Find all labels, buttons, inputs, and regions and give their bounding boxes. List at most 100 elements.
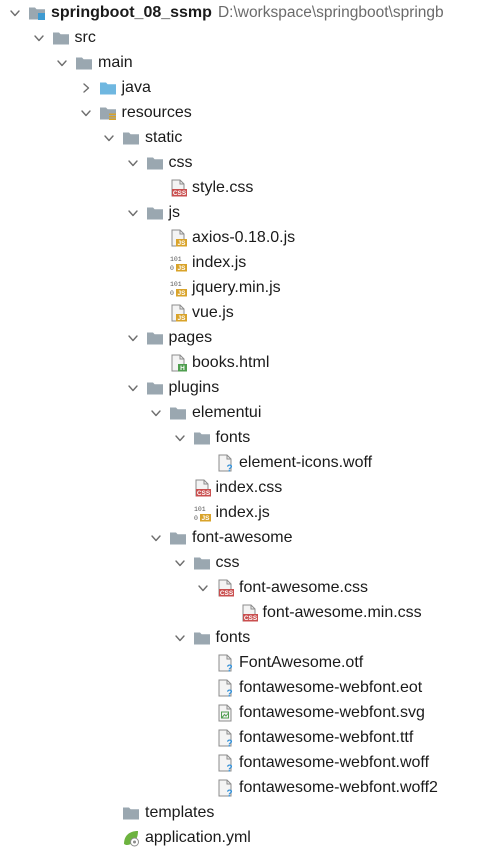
tree-item-label: src — [74, 29, 96, 46]
svg-text:H: H — [180, 365, 185, 372]
svg-text:101: 101 — [170, 256, 182, 263]
folder-icon — [52, 29, 70, 47]
folder-icon — [193, 429, 211, 447]
tree-item-label: fontawesome-webfont.woff2 — [239, 779, 438, 796]
svg-text:101: 101 — [170, 281, 182, 288]
tree-item-label: font-awesome — [192, 529, 293, 546]
folder-icon — [193, 554, 211, 572]
tree-item-label: elementui — [192, 404, 262, 421]
unknown-file-icon: ? — [216, 679, 234, 697]
chevron-down-icon[interactable] — [173, 625, 187, 650]
unknown-file-icon: ? — [216, 779, 234, 797]
tree-item-label: templates — [145, 804, 215, 821]
folder-icon — [193, 629, 211, 647]
chevron-right-icon[interactable] — [79, 75, 93, 100]
tree-item-label: style.css — [192, 179, 254, 196]
chevron-down-icon[interactable] — [196, 575, 210, 600]
unknown-file-icon: ? — [216, 654, 234, 672]
source-folder-icon — [99, 79, 117, 97]
svg-text:0: 0 — [170, 265, 174, 272]
js-file-icon: JS — [169, 229, 187, 247]
svg-text:CSS: CSS — [173, 190, 187, 197]
unknown-file-icon: ? — [216, 754, 234, 772]
module-folder-icon — [28, 4, 46, 22]
tree-item-label: js — [168, 204, 181, 221]
tree-item-label: pages — [168, 329, 213, 346]
tree-item-label: books.html — [192, 354, 270, 371]
resources-folder-icon — [99, 104, 117, 122]
chevron-down-icon[interactable] — [79, 100, 93, 125]
folder-icon — [169, 404, 187, 422]
tree-row[interactable]: fonts — [0, 425, 486, 450]
tree-item-label: resources — [121, 104, 192, 121]
tree-row[interactable]: ?fontawesome-webfont.woff — [0, 750, 486, 775]
chevron-down-icon[interactable] — [149, 525, 163, 550]
tree-row[interactable]: js — [0, 200, 486, 225]
folder-icon — [75, 54, 93, 72]
tree-row[interactable]: font-awesome — [0, 525, 486, 550]
tree-row[interactable]: plugins — [0, 375, 486, 400]
html-file-icon: H — [169, 354, 187, 372]
folder-icon — [122, 129, 140, 147]
unknown-file-icon: ? — [216, 454, 234, 472]
chevron-down-icon[interactable] — [8, 0, 22, 25]
folder-icon — [146, 154, 164, 172]
chevron-down-icon[interactable] — [32, 25, 46, 50]
tree-row[interactable]: ?fontawesome-webfont.eot — [0, 675, 486, 700]
chevron-down-icon[interactable] — [126, 325, 140, 350]
tree-item-label: main — [98, 54, 133, 71]
chevron-down-icon[interactable] — [102, 125, 116, 150]
css-file-icon: CSS — [193, 479, 211, 497]
tree-row[interactable]: application.yml — [0, 825, 486, 850]
tree-row[interactable]: ?FontAwesome.otf — [0, 650, 486, 675]
chevron-down-icon[interactable] — [126, 375, 140, 400]
tree-item-label: jquery.min.js — [192, 279, 281, 296]
tree-row[interactable]: css — [0, 550, 486, 575]
svg-text:?: ? — [226, 463, 232, 472]
chevron-down-icon[interactable] — [149, 400, 163, 425]
tree-row[interactable]: elementui — [0, 400, 486, 425]
svg-text:CSS: CSS — [243, 615, 257, 622]
svg-text:CSS: CSS — [196, 490, 210, 497]
tree-row[interactable]: static — [0, 125, 486, 150]
tree-item-label: fonts — [215, 629, 251, 646]
svg-text:?: ? — [226, 663, 232, 672]
chevron-down-icon[interactable] — [173, 550, 187, 575]
tree-row[interactable]: fonts — [0, 625, 486, 650]
tree-item-label: plugins — [168, 379, 220, 396]
chevron-down-icon[interactable] — [173, 425, 187, 450]
tree-row[interactable]: src — [0, 25, 486, 50]
svg-text:JS: JS — [201, 515, 210, 522]
tree-row[interactable]: pages — [0, 325, 486, 350]
tree-row[interactable]: resources — [0, 100, 486, 125]
folder-icon — [146, 204, 164, 222]
chevron-down-icon[interactable] — [126, 200, 140, 225]
tree-row[interactable]: css — [0, 150, 486, 175]
svg-text:0: 0 — [194, 515, 198, 522]
tree-row[interactable]: ? fontawesome-webfont.woff2 — [0, 775, 486, 800]
tree-row[interactable]: ?element-icons.woff — [0, 450, 486, 475]
tree-row[interactable]: java — [0, 75, 486, 100]
tree-row[interactable]: ?fontawesome-webfont.ttf — [0, 725, 486, 750]
tree-row[interactable]: CSS style.css — [0, 175, 486, 200]
chevron-down-icon[interactable] — [126, 150, 140, 175]
tree-row[interactable]: templates — [0, 800, 486, 825]
project-path: D:\workspace\springboot\springb — [217, 3, 444, 21]
tree-item-label: fonts — [215, 429, 251, 446]
tree-row[interactable]: fontawesome-webfont.svg — [0, 700, 486, 725]
folder-icon — [122, 804, 140, 822]
tree-row[interactable]: main — [0, 50, 486, 75]
chevron-down-icon[interactable] — [55, 50, 69, 75]
